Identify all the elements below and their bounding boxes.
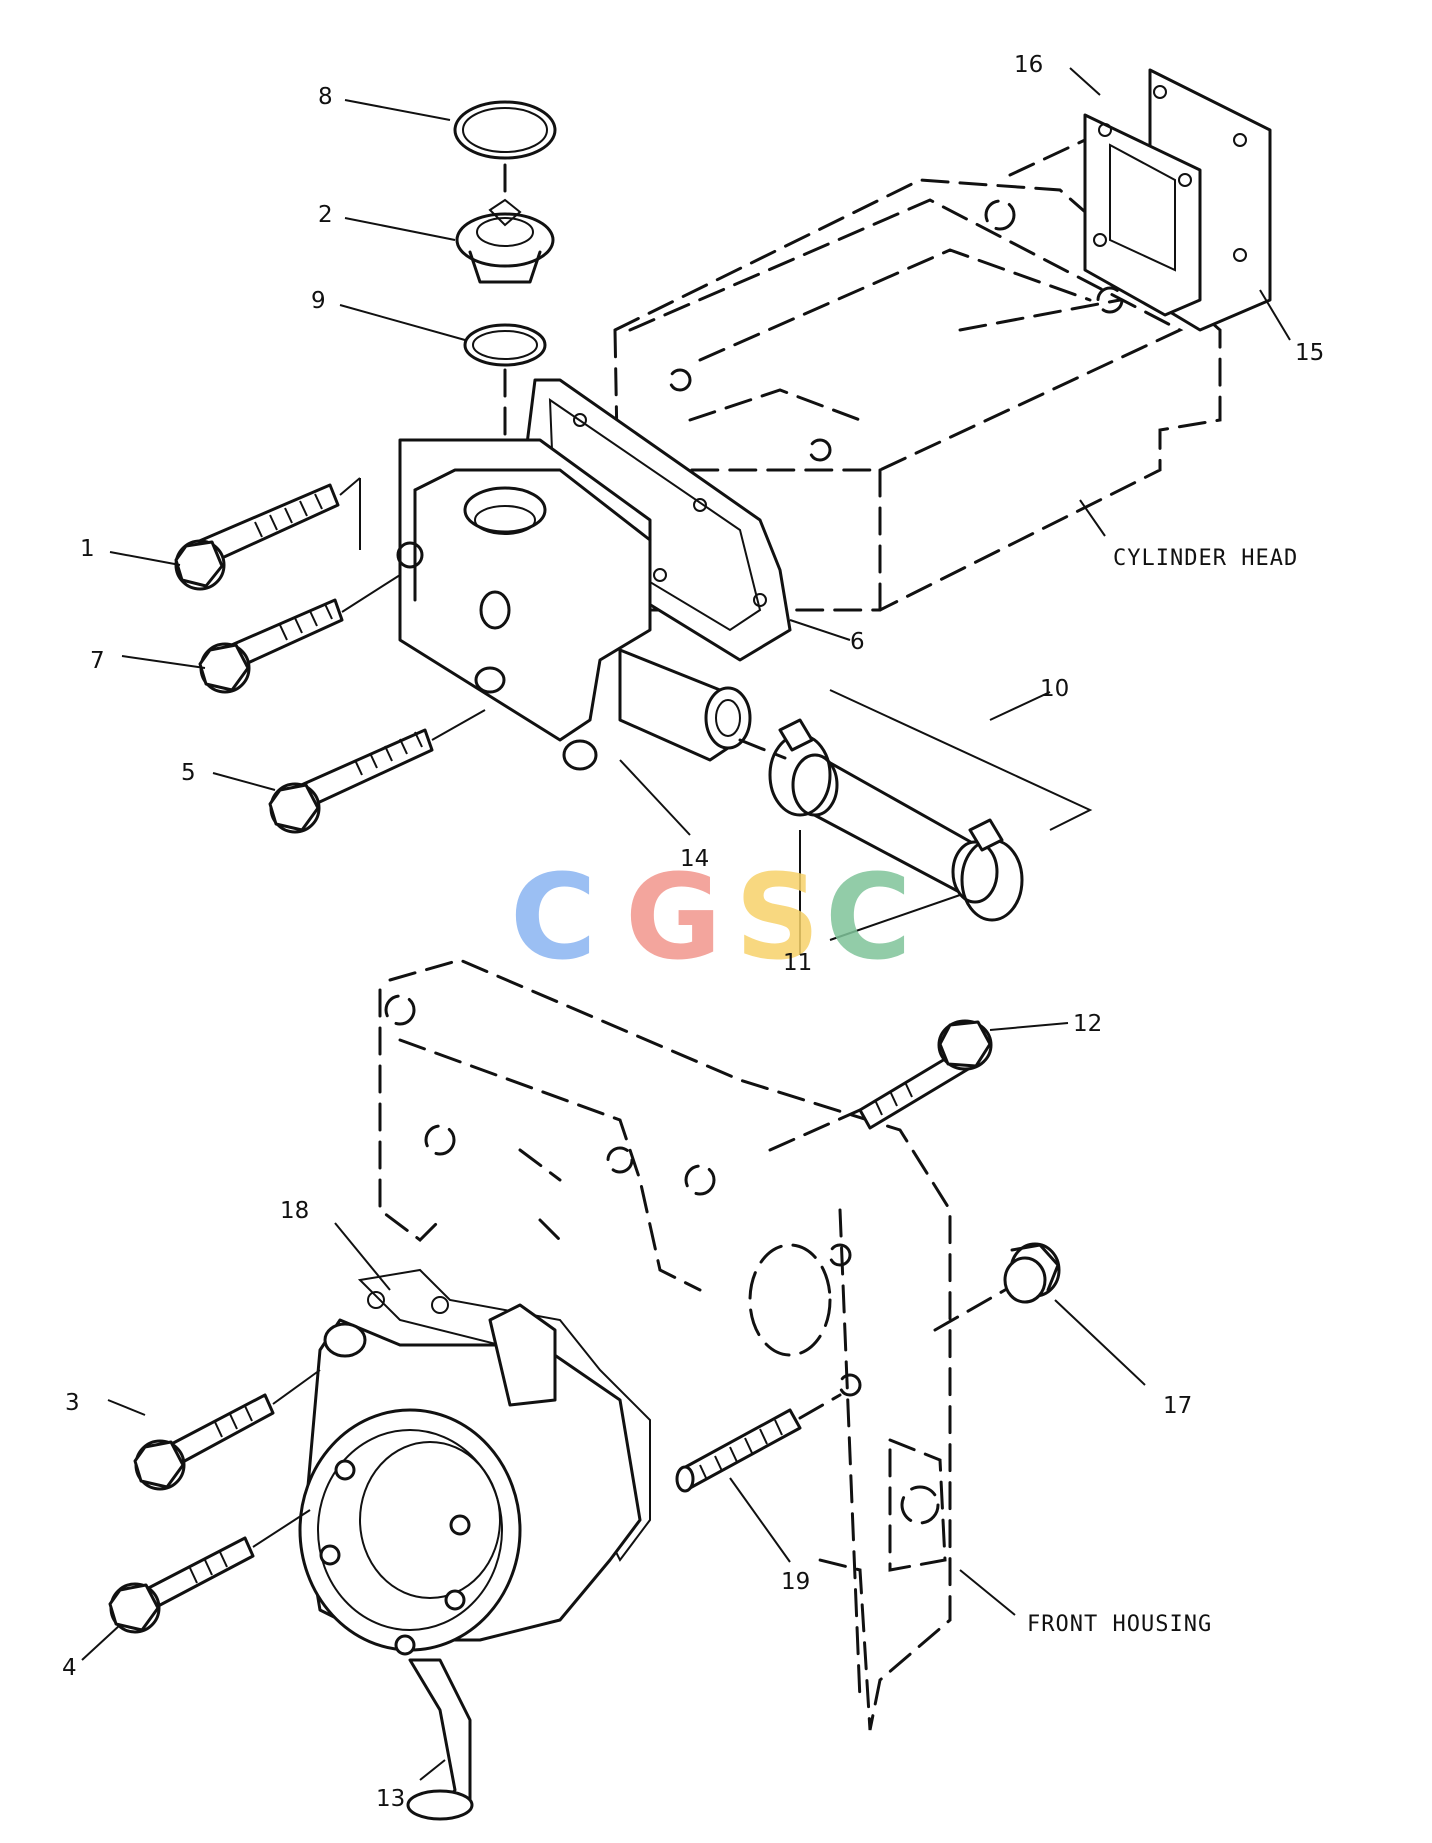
thermostat-2: [455, 198, 555, 284]
callout-15: 15: [1295, 340, 1324, 366]
callout-19: 19: [781, 1569, 810, 1595]
bolt-5-axis: [431, 709, 486, 741]
bolt-12: [858, 1019, 993, 1130]
cylinder-head-label: CYLINDER HEAD: [1113, 546, 1298, 571]
front-housing-label: FRONT HOUSING: [1027, 1612, 1212, 1637]
callout-11: 11: [783, 950, 812, 976]
thermostat-housing-14: [396, 438, 752, 771]
water-pump-13: [298, 1303, 642, 1821]
callout-5: 5: [181, 760, 196, 786]
callout-13: 13: [376, 1786, 405, 1812]
watermark-letter-s: S: [735, 848, 820, 986]
watermark-letter-c1: C: [510, 848, 597, 986]
front-housing-outline: [378, 958, 952, 1731]
callout-18: 18: [280, 1198, 309, 1224]
callout-9: 9: [311, 288, 326, 314]
bolt-1-axis: [339, 477, 361, 550]
bolt-7-axis: [341, 574, 401, 613]
bolt-1: [174, 483, 340, 591]
callout-10: 10: [1040, 676, 1069, 702]
callout-8: 8: [318, 84, 333, 110]
gasket-16: [1083, 113, 1202, 317]
o-ring-9: [463, 323, 547, 367]
watermark-letter-c2: C: [825, 848, 912, 986]
callout-2: 2: [318, 202, 333, 228]
cylinder-head-outline: [613, 178, 1222, 612]
bolt-3-axis: [272, 1369, 321, 1405]
plug-17: [1003, 1242, 1061, 1304]
bolt-12-axis: [768, 1108, 862, 1152]
bolt-5: [268, 728, 434, 834]
bolt-7: [198, 598, 344, 694]
callout-3: 3: [65, 1390, 80, 1416]
callout-4: 4: [62, 1655, 77, 1681]
stud-19-axis: [798, 1393, 842, 1420]
callout-7: 7: [90, 648, 105, 674]
callout-14: 14: [680, 846, 709, 872]
callout-17: 17: [1163, 1393, 1192, 1419]
hose-10: [791, 753, 999, 904]
leader-lines: [81, 67, 1291, 1781]
callout-1: 1: [80, 536, 95, 562]
stud-19: [675, 1408, 802, 1493]
plug-17-axis: [933, 1288, 1007, 1332]
callout-12: 12: [1073, 1011, 1102, 1037]
callout-16: 16: [1014, 52, 1043, 78]
bolt-4-axis: [252, 1509, 311, 1548]
bolt-3: [133, 1393, 275, 1491]
ring-8: [453, 100, 557, 160]
gasket-alignment-line: [1008, 138, 1087, 177]
watermark-logo: C G S C: [510, 848, 912, 986]
clamp-11: [768, 718, 1024, 922]
watermark-letter-g: G: [625, 848, 722, 986]
bolt-4: [108, 1536, 255, 1634]
hose-10-bracket: [829, 689, 1093, 831]
hose-axis: [738, 738, 787, 760]
callout-6: 6: [850, 629, 865, 655]
